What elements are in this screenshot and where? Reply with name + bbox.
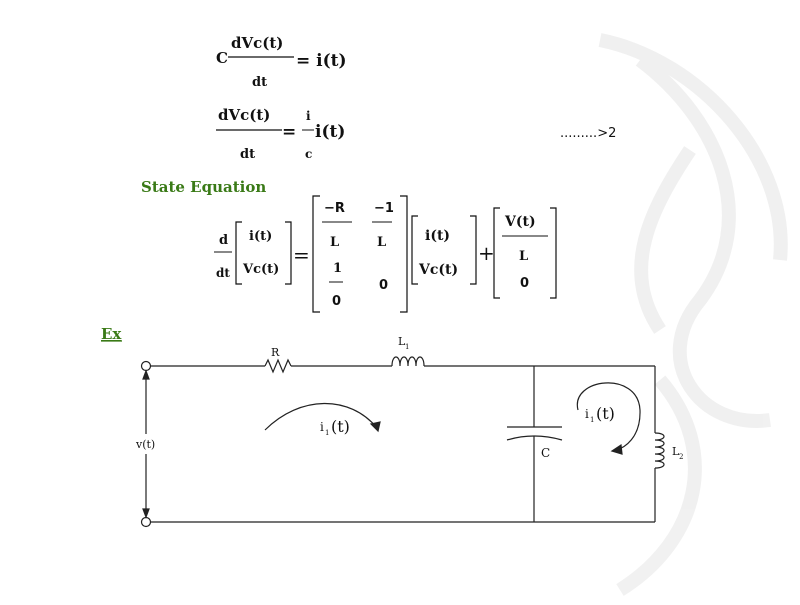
eq1-rhs: = i(t) [296, 51, 347, 71]
eq2-rhs-denominator: c [305, 147, 312, 161]
equation-2: dVc(t) dt = i c i(t) .........>2 [216, 106, 616, 162]
matrix-a21-denominator: 0 [332, 294, 341, 309]
state-bracket-left [411, 215, 418, 285]
loop-current-2-subscript: 1 [590, 416, 594, 424]
input-bracket-left [493, 207, 500, 299]
inductor2-subscript: 2 [679, 453, 683, 461]
loop-current-1-arrow [264, 402, 378, 431]
lhs-bracket-left [235, 221, 242, 285]
lhs-vector-item: i(t) [249, 229, 272, 244]
loop-current-1-arrowhead-icon [369, 421, 381, 433]
eq1-denominator: dt [252, 75, 267, 90]
loop-current-1-arg: (t) [331, 417, 350, 436]
state-bracket-right [470, 215, 477, 285]
matrix-a11-denominator: L [330, 235, 339, 250]
example-label: Ex [101, 325, 122, 343]
circuit-diagram [140, 356, 665, 528]
matrix-a12-denominator: L [377, 235, 386, 250]
eq2-numerator: dVc(t) [218, 106, 270, 124]
loop-current-1-label: i [320, 420, 324, 434]
input-denominator: L [519, 249, 528, 264]
resistor-icon [264, 358, 292, 374]
matrix-a21-numerator: 1 [333, 261, 342, 276]
source-label: v(t) [135, 438, 155, 451]
lhs-vector-item: Vc(t) [242, 262, 279, 277]
capacitor-label: C [541, 446, 550, 460]
circuit-labels: R L 1 v(t) i 1 (t) C i 1 (t) L 2 [135, 335, 683, 461]
eq2-rhs-function: i(t) [315, 122, 345, 142]
input-bracket-right [550, 207, 557, 299]
lhs-bracket-right [285, 221, 292, 285]
state-equals: = [293, 243, 310, 267]
state-vector-item: Vc(t) [418, 262, 458, 278]
matrix-bracket-left [312, 195, 320, 313]
state-equation: d dt i(t) Vc(t) = −R L −1 L 1 0 0 i(t) V… [214, 195, 557, 313]
eq1-numerator: dVc(t) [231, 34, 283, 52]
voltage-arrowhead-down-icon [142, 508, 150, 519]
matrix-bracket-right [400, 195, 408, 313]
loop-current-2-arrowhead-icon [610, 443, 623, 455]
eq1-coefficient: C [216, 49, 228, 67]
eq2-equals: = [282, 122, 296, 142]
deriv-denominator: dt [216, 266, 230, 280]
terminal-top-icon [140, 360, 152, 372]
matrix-a12-numerator: −1 [374, 201, 394, 216]
matrix-a22: 0 [379, 278, 388, 293]
inductor1-label: L [398, 335, 406, 348]
state-plus: + [478, 241, 495, 265]
input-numerator: V(t) [504, 214, 536, 230]
watermark-swirl-icon [598, 33, 788, 596]
inductor2-label: L [672, 445, 680, 458]
loop-current-2-label: i [585, 407, 589, 421]
deriv-numerator: d [219, 233, 228, 248]
state-vector-item: i(t) [425, 228, 450, 244]
state-equation-heading: State Equation [141, 178, 266, 196]
voltage-arrowhead-up-icon [142, 369, 150, 380]
resistor-label: R [271, 346, 280, 359]
eq2-rhs-numerator: i [306, 109, 311, 123]
terminal-bottom-icon [140, 516, 152, 528]
matrix-a11-numerator: −R [324, 201, 345, 216]
loop-current-2-arrow [576, 382, 641, 451]
inductor-l1-icon [391, 356, 425, 367]
eq2-denominator: dt [240, 147, 255, 162]
inductor1-subscript: 1 [405, 343, 409, 351]
loop-current-2-arg: (t) [596, 404, 615, 423]
input-second: 0 [520, 276, 529, 291]
loop-current-1-subscript: 1 [325, 429, 329, 437]
equation-1: C dVc(t) dt = i(t) [216, 34, 347, 90]
inductor-l2-icon [654, 432, 665, 469]
eq2-tag: .........>2 [560, 126, 616, 141]
